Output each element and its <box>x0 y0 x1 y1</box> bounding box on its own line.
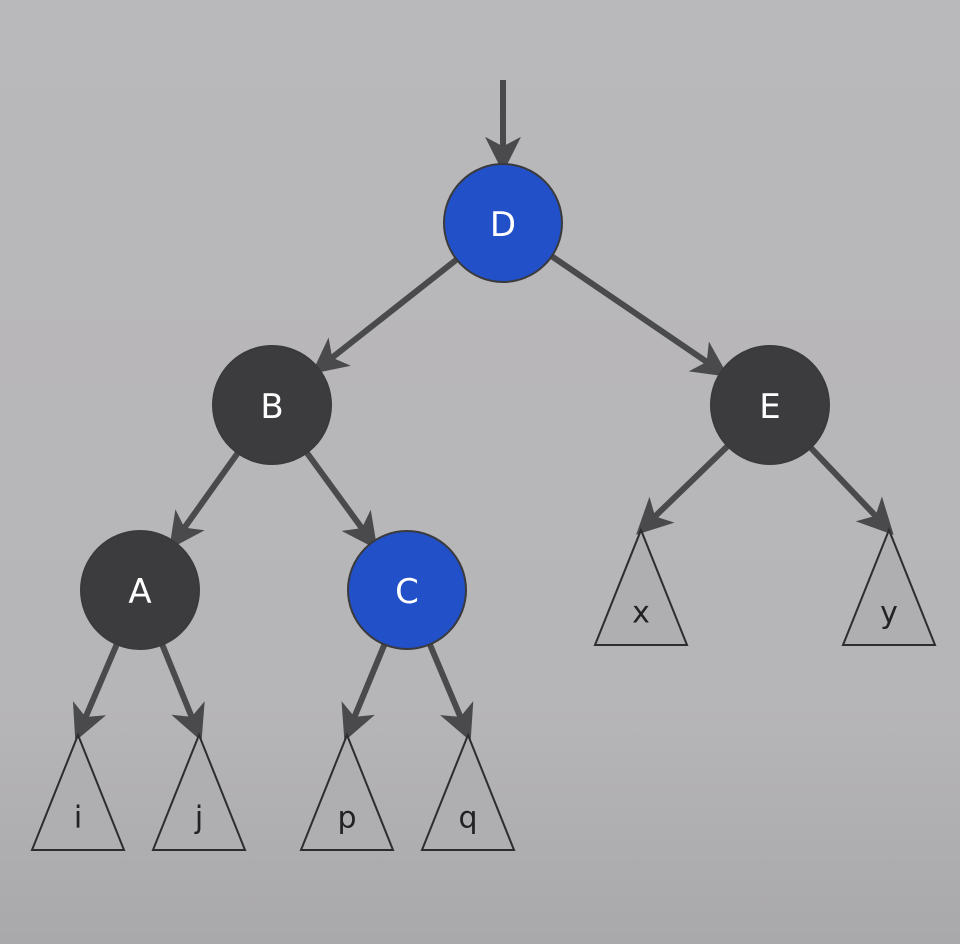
edge-A-to-i <box>72 643 120 742</box>
node-label: E <box>759 387 780 427</box>
node-E: E <box>710 345 830 465</box>
edge-C-to-q <box>427 643 474 742</box>
node-A: A <box>80 530 200 650</box>
subtree-p: p <box>299 732 395 851</box>
node-label: D <box>490 205 516 245</box>
nodes-layer: D B E A C <box>80 163 830 650</box>
subtrees-layer: x y i j p q <box>30 527 937 851</box>
subtree-triangle <box>420 732 516 851</box>
subtree-label: y <box>880 595 898 630</box>
node-label: B <box>260 387 283 427</box>
black-node-circle <box>212 345 332 465</box>
edge-B-to-A <box>169 451 241 550</box>
subtree-triangle <box>299 732 395 851</box>
edges-layer <box>72 80 894 742</box>
subtree-x: x <box>593 527 689 646</box>
node-label: C <box>395 572 419 612</box>
edge-A-to-j <box>159 643 205 742</box>
edge-D-to-E <box>550 253 729 377</box>
subtree-triangle <box>841 527 937 646</box>
subtree-triangle <box>30 732 126 851</box>
black-node-circle <box>80 530 200 650</box>
subtree-label: q <box>458 800 477 835</box>
subtree-triangle <box>151 732 247 851</box>
blue-node-circle <box>347 530 467 650</box>
edge-B-to-C <box>304 450 378 550</box>
edge-E-to-x <box>636 443 730 535</box>
edge-D-to-B <box>311 257 459 374</box>
subtree-i: i <box>30 732 126 851</box>
subtree-label: p <box>337 800 356 835</box>
blue-node-circle <box>443 163 563 283</box>
node-label: A <box>128 572 151 612</box>
subtree-label: x <box>632 595 650 630</box>
node-B: B <box>212 345 332 465</box>
subtree-y: y <box>841 527 937 646</box>
subtree-triangle <box>593 527 689 646</box>
node-C: C <box>347 530 467 650</box>
subtree-j: j <box>151 732 247 851</box>
subtree-q: q <box>420 732 516 851</box>
edge-E-to-y <box>808 445 894 535</box>
black-node-circle <box>710 345 830 465</box>
subtree-label: i <box>74 800 82 835</box>
node-D: D <box>443 163 563 283</box>
subtree-label: j <box>194 800 203 835</box>
edge-C-to-p <box>341 643 388 742</box>
